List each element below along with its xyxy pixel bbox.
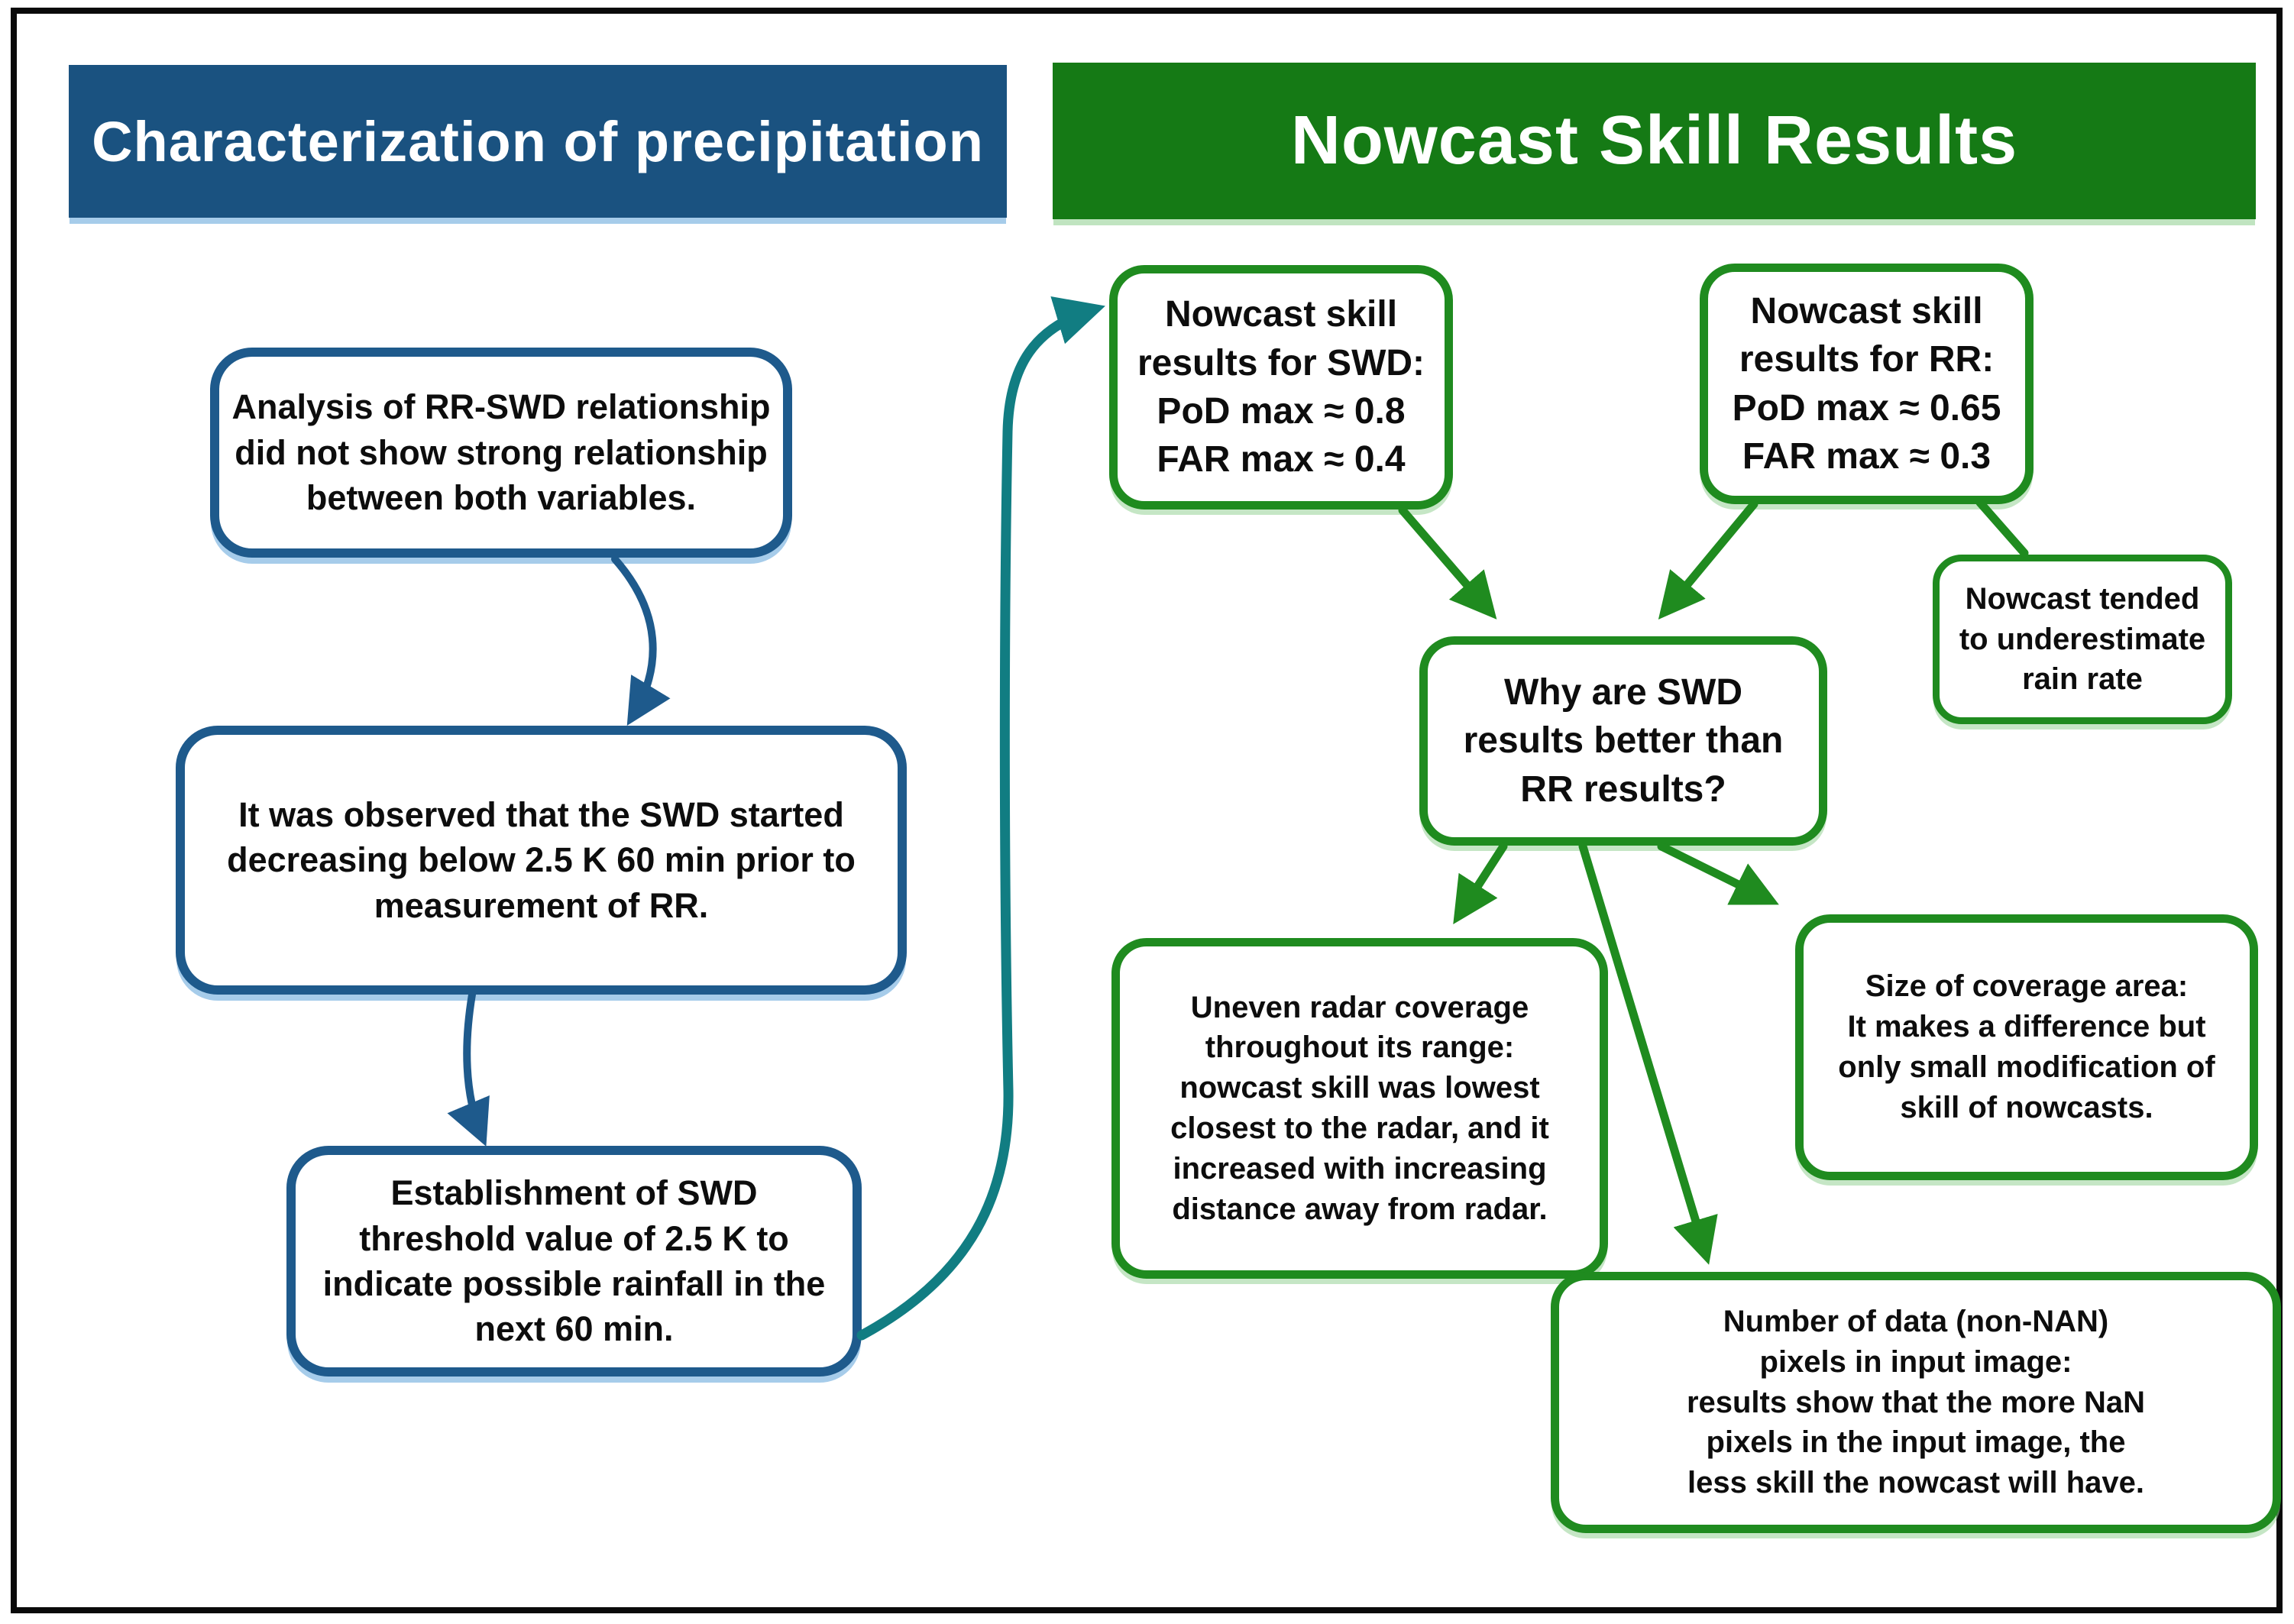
flow-box-uneven-radar-coverage: Uneven radar coverage throughout its ran… [1111, 938, 1608, 1279]
section-title-nowcast-skill-results: Nowcast Skill Results [1053, 63, 2256, 219]
figure-border [11, 8, 2283, 1613]
flow-box-analysis-rr-swd: Analysis of RR-SWD relationship did not … [210, 348, 792, 558]
flow-box-swd-decreasing-observation: It was observed that the SWD started dec… [176, 726, 907, 995]
flow-box-coverage-area-size: Size of coverage area: It makes a differ… [1795, 914, 2258, 1180]
flow-box-nan-pixels: Number of data (non-NAN) pixels in input… [1551, 1272, 2281, 1533]
flow-box-swd-threshold: Establishment of SWD threshold value of … [286, 1146, 862, 1377]
flow-box-rr-skill-results: Nowcast skill results for RR: PoD max ≈ … [1700, 264, 2034, 504]
flow-box-why-swd-better: Why are SWD results better than RR resul… [1419, 636, 1827, 846]
flow-box-swd-skill-results: Nowcast skill results for SWD: PoD max ≈… [1109, 265, 1453, 510]
flow-box-underestimate-rain-rate: Nowcast tended to underestimate rain rat… [1933, 555, 2232, 724]
section-title-characterization: Characterization of precipitation [69, 65, 1007, 218]
